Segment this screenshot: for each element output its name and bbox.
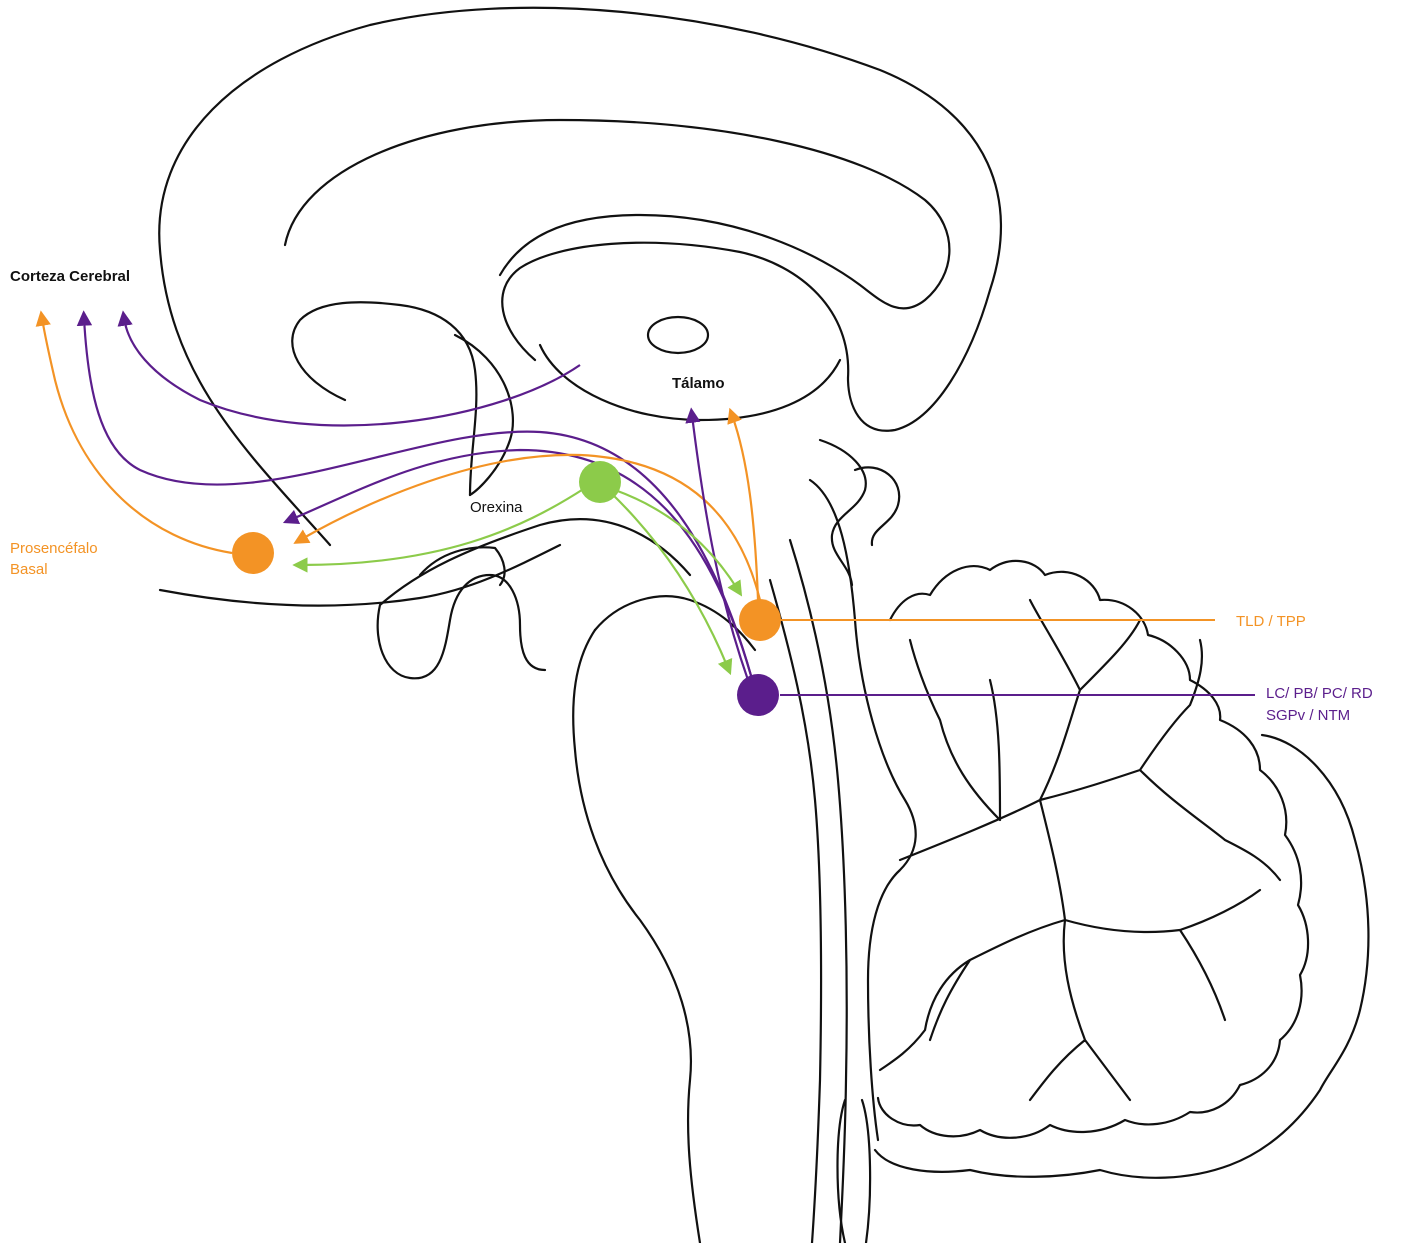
fornix xyxy=(292,302,476,495)
node-basal-forebrain xyxy=(232,532,274,574)
node-orexin xyxy=(579,461,621,503)
labels: Corteza Cerebral Tálamo Orexina Prosencé… xyxy=(10,268,1373,724)
label-lc-group-2: SGPv / NTM xyxy=(1266,707,1350,724)
path-tld-to-thalamus xyxy=(732,415,758,600)
cerebellum xyxy=(875,561,1368,1178)
path-orexin-to-tld xyxy=(615,490,738,590)
brainstem-anterior xyxy=(573,630,700,1243)
label-talamo: Tálamo xyxy=(672,375,725,392)
label-lc-group-1: LC/ PB/ PC/ RD xyxy=(1266,685,1373,702)
outer-cortex-arc xyxy=(159,8,1001,545)
cerebellum-lobe-outer xyxy=(875,735,1368,1178)
path-basal-to-cortex xyxy=(42,318,232,553)
label-basal: Basal xyxy=(10,561,48,578)
tectum xyxy=(820,440,866,585)
pathways xyxy=(42,318,1255,695)
label-orexina: Orexina xyxy=(470,499,523,516)
aqueduct-line-1 xyxy=(770,580,821,1243)
tectum-loop xyxy=(855,467,899,545)
corpus-callosum xyxy=(285,120,949,308)
brain-outline xyxy=(159,8,1001,1243)
label-tld-tpp: TLD / TPP xyxy=(1236,613,1306,630)
node-lc-group xyxy=(737,674,779,716)
interthalamic-adhesion xyxy=(648,317,708,353)
path-purple-to-cortex-2 xyxy=(84,318,755,690)
node-tld-tpp xyxy=(739,599,781,641)
label-prosencefalo: Prosencéfalo xyxy=(10,540,98,557)
cerebellum-arbor xyxy=(880,600,1280,1100)
label-corteza-cerebral: Corteza Cerebral xyxy=(10,268,130,285)
fourth-ventricle xyxy=(810,480,916,1140)
